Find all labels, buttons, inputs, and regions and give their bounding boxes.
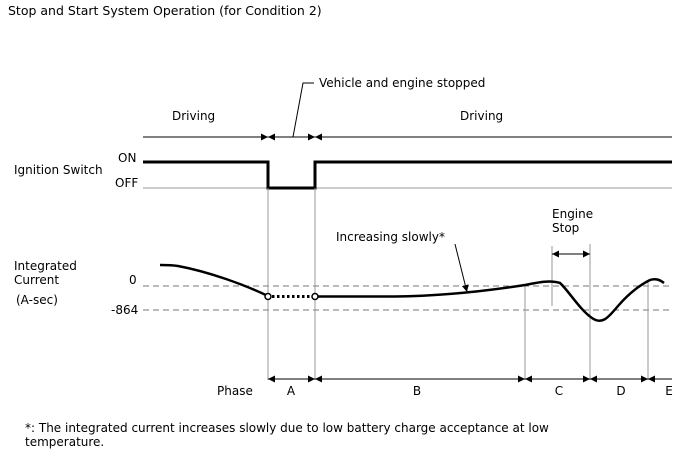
phase-e-label: E [665,384,673,398]
footnote-line1: *: The integrated current increases slow… [25,421,549,435]
phase-d-label: D [616,384,625,398]
ignition-signal-waveform [143,160,672,190]
driving-label-left: Driving [172,109,215,123]
ignition-off-label: OFF [115,176,138,190]
current-level-zero-label: 0 [129,273,137,287]
engine-stop-label-line2: Stop [552,221,579,235]
integrated-current-unit: (A-sec) [16,293,58,307]
diagram-title: Stop and Start System Operation (for Con… [8,3,322,18]
ignition-on-label: ON [118,151,136,165]
footnote-line2: temperature. [25,435,104,449]
ignition-switch-label: Ignition Switch [14,163,103,177]
driving-label-right: Driving [460,109,503,123]
phase-b-label: B [413,384,421,398]
integrated-current-label-line1: Integrated [14,259,77,273]
stop-start-marker [264,292,272,301]
current-curve-recovery [318,277,665,323]
increasing-slowly-leader [454,243,469,293]
increasing-slowly-annotation: Increasing slowly* [336,230,445,244]
stopped-callout-leader [292,82,314,138]
restart-marker [311,292,319,301]
vehicle-stopped-callout: Vehicle and engine stopped [319,76,485,90]
phase-c-label: C [555,384,563,398]
phase-a-label: A [287,384,296,398]
current-level-low-label: -864 [111,303,138,317]
engine-stop-label-line1: Engine [552,207,593,221]
phase-axis-label: Phase [217,384,253,398]
current-curve-driving [159,263,269,298]
integrated-current-label-line2: Current [14,273,59,287]
